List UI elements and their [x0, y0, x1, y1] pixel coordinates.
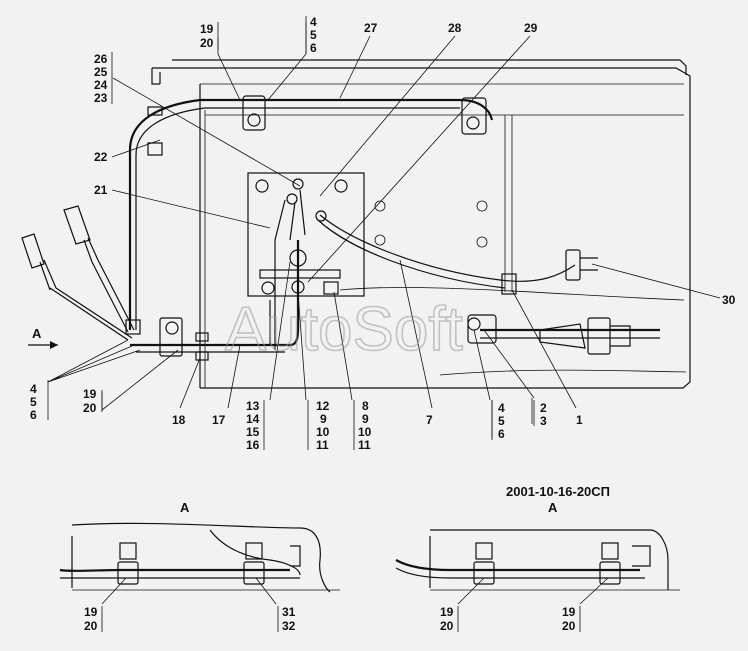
leader-lines [47, 22, 721, 450]
plug-connectors [21, 205, 135, 341]
top-clamp-right [461, 97, 487, 135]
top-clamp-left [242, 95, 266, 131]
svg-text:26: 26 [94, 52, 108, 66]
callout-19-20-bl: 19 [84, 605, 98, 619]
left-grommets [147, 106, 209, 361]
callout-30: 30 [722, 293, 736, 307]
svg-text:5: 5 [310, 28, 317, 42]
callout-29: 29 [524, 21, 538, 35]
callout-12-9-10-11: 12 9 10 11 [316, 399, 330, 452]
svg-text:11: 11 [358, 438, 371, 452]
svg-text:13: 13 [246, 399, 260, 413]
svg-text:24: 24 [94, 78, 108, 92]
svg-text:5: 5 [30, 395, 37, 409]
svg-text:25: 25 [94, 65, 108, 79]
view-marker-a: А [32, 326, 42, 341]
svg-text:10: 10 [316, 425, 330, 439]
svg-text:8: 8 [362, 399, 369, 413]
panel-frame [151, 59, 691, 389]
svg-text:3: 3 [540, 414, 547, 428]
svg-text:4: 4 [30, 382, 37, 396]
callout-4-5-6-top: 4 5 6 [310, 15, 317, 55]
svg-text:14: 14 [246, 412, 260, 426]
callout-4-5-6-left: 4 5 6 [30, 382, 37, 422]
watermark: AutoSoft [225, 295, 463, 364]
view-a-left-title: А [180, 500, 190, 515]
callout-4-5-6-mid: 4 5 6 [498, 401, 505, 441]
document-number: 2001-10-16-20СП [506, 484, 610, 499]
callout-22: 22 [94, 150, 108, 164]
svg-text:9: 9 [362, 412, 369, 426]
svg-text:4: 4 [498, 401, 505, 415]
svg-text:10: 10 [358, 425, 372, 439]
callout-28: 28 [448, 21, 462, 35]
callout-8-9-10-11: 8 9 10 11 [358, 399, 372, 452]
svg-text:19: 19 [83, 387, 97, 401]
callout-18: 18 [172, 413, 186, 427]
view-a-arrow: А [28, 326, 58, 349]
view-a-left: 19 20 31 32 [59, 522, 340, 633]
svg-text:6: 6 [498, 427, 505, 441]
svg-text:23: 23 [94, 91, 108, 105]
callout-17: 17 [212, 413, 226, 427]
callout-1: 1 [576, 413, 583, 427]
svg-text:16: 16 [246, 438, 260, 452]
svg-text:15: 15 [246, 425, 260, 439]
svg-text:9: 9 [320, 412, 327, 426]
panel-holes [374, 200, 488, 248]
callout-19-20-left: 19 20 [83, 387, 97, 415]
callout-2-3: 2 3 [540, 401, 547, 428]
svg-text:5: 5 [498, 414, 505, 428]
svg-text:32: 32 [282, 619, 296, 633]
svg-text:12: 12 [316, 399, 330, 413]
svg-text:20: 20 [200, 36, 214, 50]
svg-text:20: 20 [83, 401, 97, 415]
callout-21: 21 [94, 183, 108, 197]
svg-text:20: 20 [440, 619, 454, 633]
view-a-right: 19 20 19 20 [395, 529, 680, 633]
svg-text:20: 20 [562, 619, 576, 633]
wire-harness [128, 98, 660, 353]
lower-left-clamp [125, 317, 183, 357]
callout-13-16: 13 14 15 16 [246, 399, 260, 452]
callout-19-20-top: 19 20 [200, 22, 214, 50]
svg-text:4: 4 [310, 15, 317, 29]
svg-text:2: 2 [540, 401, 547, 415]
callout-7: 7 [426, 413, 433, 427]
callout-19-20-br1: 19 [440, 605, 454, 619]
svg-text:6: 6 [310, 41, 317, 55]
view-a-right-title: А [548, 500, 558, 515]
svg-text:20: 20 [84, 619, 98, 633]
callout-19-20-br2: 19 [562, 605, 576, 619]
callout-27: 27 [364, 21, 378, 35]
svg-text:11: 11 [316, 438, 329, 452]
terminal-block [247, 172, 365, 297]
label-bars [47, 16, 535, 440]
callout-26-23: 26 25 24 23 [94, 52, 113, 105]
svg-text:6: 6 [30, 408, 37, 422]
svg-text:19: 19 [200, 22, 214, 36]
callout-31-32: 31 [282, 605, 296, 619]
